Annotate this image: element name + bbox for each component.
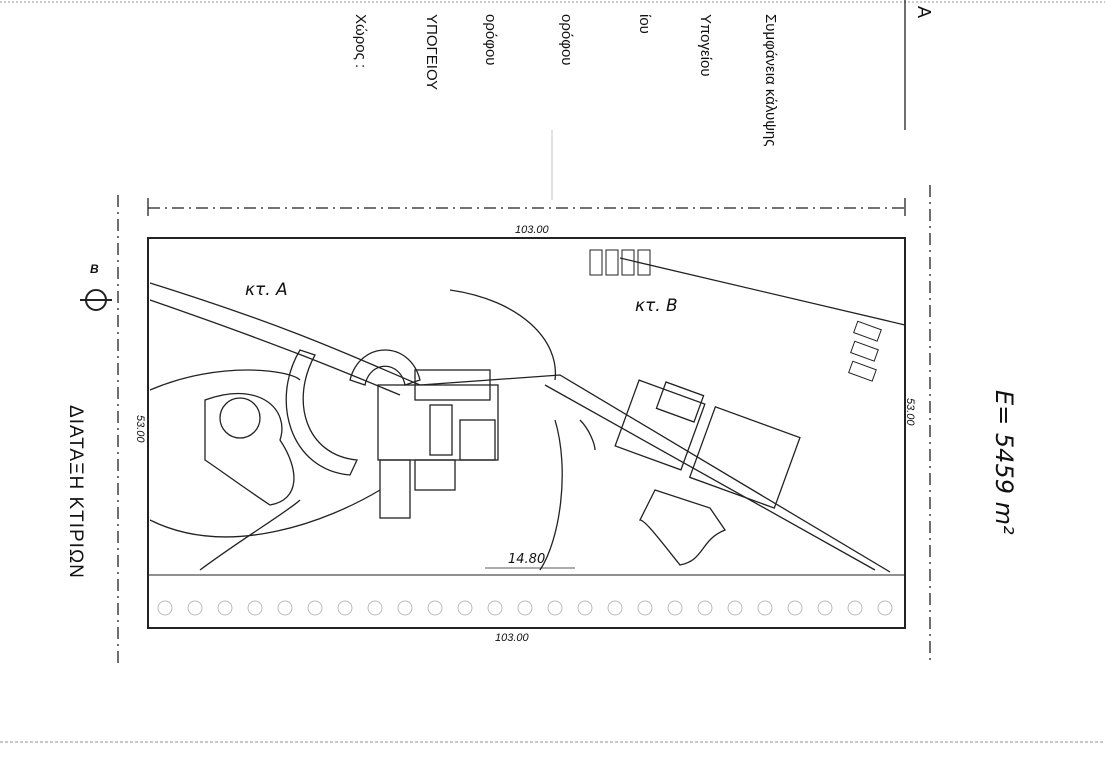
- header-label: ίου: [636, 14, 653, 34]
- plan-title: ΔΙΑΤΑΞΗ ΚΤΙΡΙΩΝ: [65, 405, 86, 579]
- header-label: ορόφου: [558, 14, 575, 66]
- dimension-top: 103.00: [515, 224, 549, 236]
- header-label: Συμφάνεια κάλυψης: [762, 14, 779, 147]
- dimension-right: 53.00: [904, 398, 916, 426]
- dimension-bottom: 103.00: [495, 632, 529, 644]
- section-b-label: B: [90, 262, 99, 276]
- area-note: Ε= 5459 m²: [990, 390, 1018, 535]
- header-label: Χώρος :: [352, 14, 369, 69]
- header-label: ορόφου: [482, 14, 499, 66]
- header-label: ΥΠΟΓΕΙΟΥ: [423, 14, 440, 91]
- header-label: Υπογείου: [697, 14, 714, 77]
- section-marker-a: Α: [914, 6, 934, 19]
- building-b-label: κτ. Β: [635, 296, 678, 316]
- distance-label: 14.80: [508, 552, 546, 567]
- building-a-label: κτ. Α: [245, 280, 288, 300]
- dimension-left: 53.00: [134, 415, 146, 443]
